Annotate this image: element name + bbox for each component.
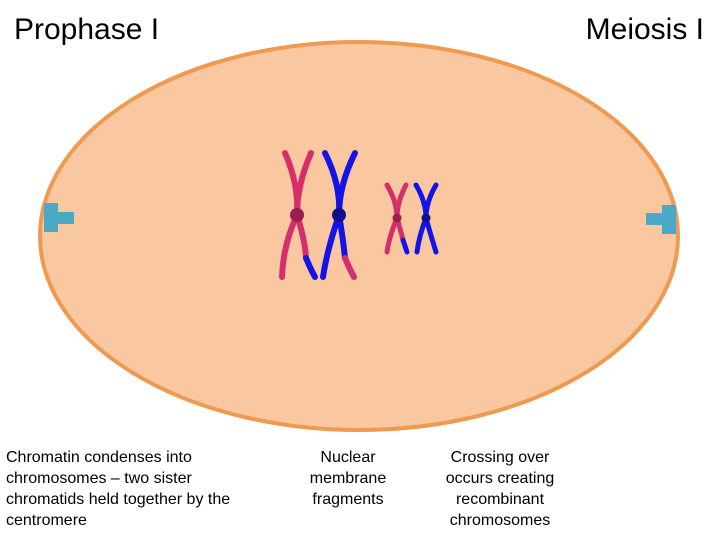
caption-nuclear-membrane: Nuclear membrane fragments bbox=[309, 449, 387, 508]
large-paternal-centromere bbox=[332, 208, 346, 222]
centrosome-right-icon bbox=[646, 205, 676, 234]
small-maternal-centromere bbox=[392, 213, 402, 223]
caption-crossing-over: Crossing over occurs creating recombinan… bbox=[445, 449, 555, 529]
small-paternal-centromere bbox=[421, 213, 431, 223]
stage-title: Prophase I bbox=[14, 13, 160, 46]
caption-chromatin: Chromatin condenses into chromosomes – t… bbox=[6, 449, 231, 529]
process-title: Meiosis I bbox=[585, 13, 704, 46]
large-maternal-centromere bbox=[290, 208, 304, 222]
cell-body bbox=[38, 40, 680, 432]
centrosome-left-icon bbox=[44, 203, 74, 232]
